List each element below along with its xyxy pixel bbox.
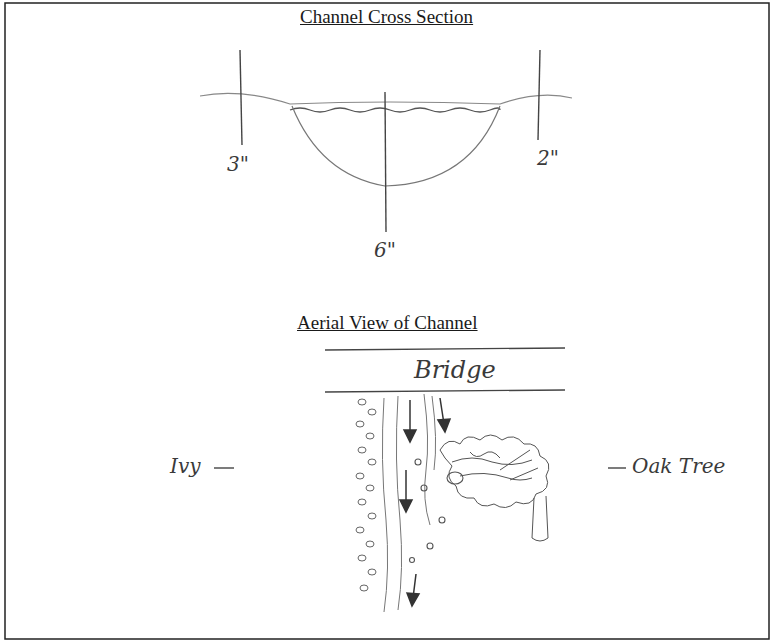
ivy-leaves (356, 399, 376, 591)
water-surface (290, 108, 500, 112)
channel-bank (382, 394, 435, 612)
depth-gauge (240, 50, 242, 145)
flow-arrow (400, 398, 450, 606)
depth-label: 3" (227, 152, 249, 176)
depth-gauge (385, 92, 386, 232)
depth-label: 2" (537, 146, 559, 170)
leader-line (608, 467, 626, 468)
plant-label: Ivy (170, 454, 201, 478)
rocks (410, 459, 464, 563)
frame-border (5, 3, 769, 639)
ground-line (200, 93, 572, 104)
bridge-edge (325, 348, 565, 350)
section-heading: Channel Cross Section (300, 6, 473, 28)
depth-label: 6" (374, 238, 396, 262)
section-heading: Aerial View of Channel (297, 312, 478, 334)
leader-line (214, 467, 234, 468)
bridge-edge (325, 390, 565, 392)
plant-label: Oak Tree (632, 454, 725, 478)
bridge-label: Bridge (414, 356, 496, 384)
channel-bed (292, 106, 500, 186)
depth-gauge (538, 50, 540, 140)
oak-tree (440, 435, 549, 541)
